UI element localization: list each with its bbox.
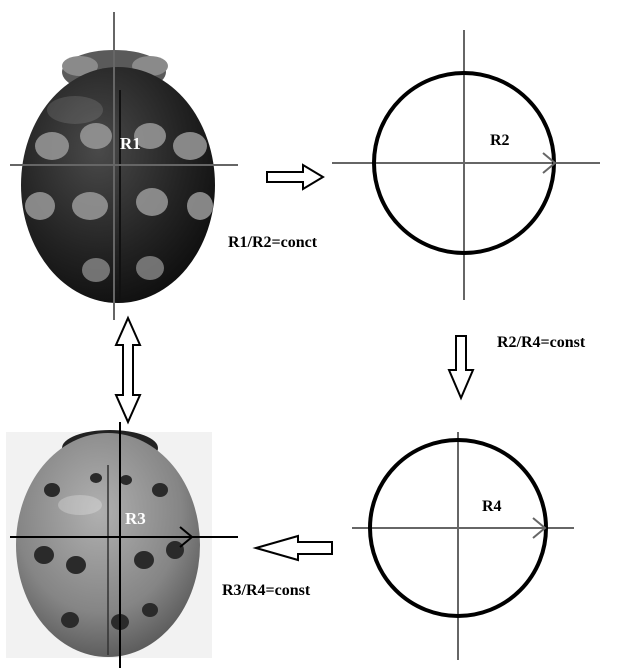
beetle-top-axes xyxy=(10,12,238,320)
circle-r4-axes xyxy=(352,432,574,660)
label-r1: R1 xyxy=(120,134,141,153)
arrow-r1-to-r2 xyxy=(266,163,325,191)
relation-r1-r2: R1/R2=conct xyxy=(228,234,318,251)
arrow-r2-to-r4 xyxy=(447,335,475,401)
relation-r3-r4: R3/R4=const xyxy=(222,582,311,599)
beetle-bottom-axes xyxy=(10,422,238,668)
arrow-r1-r3-double xyxy=(114,315,142,425)
radius-arrow-r2 xyxy=(542,152,557,174)
arrow-r4-to-r3 xyxy=(252,534,333,562)
label-r4: R4 xyxy=(482,498,502,515)
label-r3: R3 xyxy=(125,509,146,528)
beetle-top-image xyxy=(21,50,215,303)
relation-r2-r4: R2/R4=const xyxy=(497,334,586,351)
label-r2: R2 xyxy=(490,132,510,149)
beetle-bottom-image xyxy=(6,430,212,658)
radius-arrow-r3 xyxy=(179,526,194,548)
radius-arrow-r4 xyxy=(532,517,547,539)
